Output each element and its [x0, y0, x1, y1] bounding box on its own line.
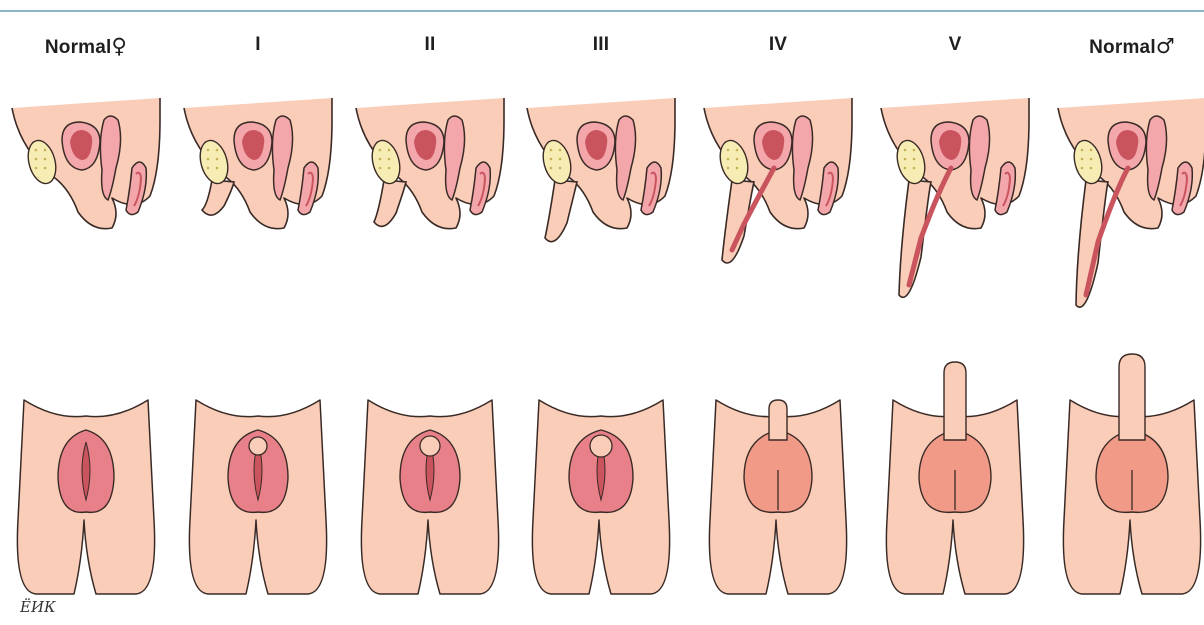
external-view-II	[361, 400, 498, 594]
external-view-normal-female	[17, 400, 154, 594]
phallus	[1119, 354, 1145, 440]
sagittal-view-II	[356, 98, 504, 229]
phallus-profile	[374, 180, 406, 226]
phallus-profile	[722, 180, 754, 263]
sagittal-view-normal-male	[1058, 98, 1204, 307]
phallus-profile	[1076, 180, 1108, 307]
sagittal-view-III	[527, 98, 675, 242]
sagittal-view-V	[881, 98, 1029, 297]
sagittal-view-IV	[704, 98, 852, 263]
phallus-profile	[899, 180, 931, 297]
sagittal-view-I	[184, 98, 332, 229]
external-view-IV	[709, 400, 846, 594]
external-view-V	[886, 362, 1023, 594]
enlarged-clitoris	[420, 436, 440, 456]
external-view-normal-male	[1063, 354, 1200, 594]
external-view-III	[532, 400, 669, 594]
enlarged-clitoris	[249, 437, 267, 455]
phallus	[769, 400, 787, 440]
sagittal-view-normal-female	[12, 98, 160, 229]
external-view-I	[189, 400, 326, 594]
phallus-profile	[545, 180, 577, 242]
phallus	[944, 362, 966, 440]
enlarged-clitoris	[590, 435, 612, 457]
artist-signature: ЁИК	[20, 598, 56, 616]
phallus-profile	[202, 180, 234, 215]
